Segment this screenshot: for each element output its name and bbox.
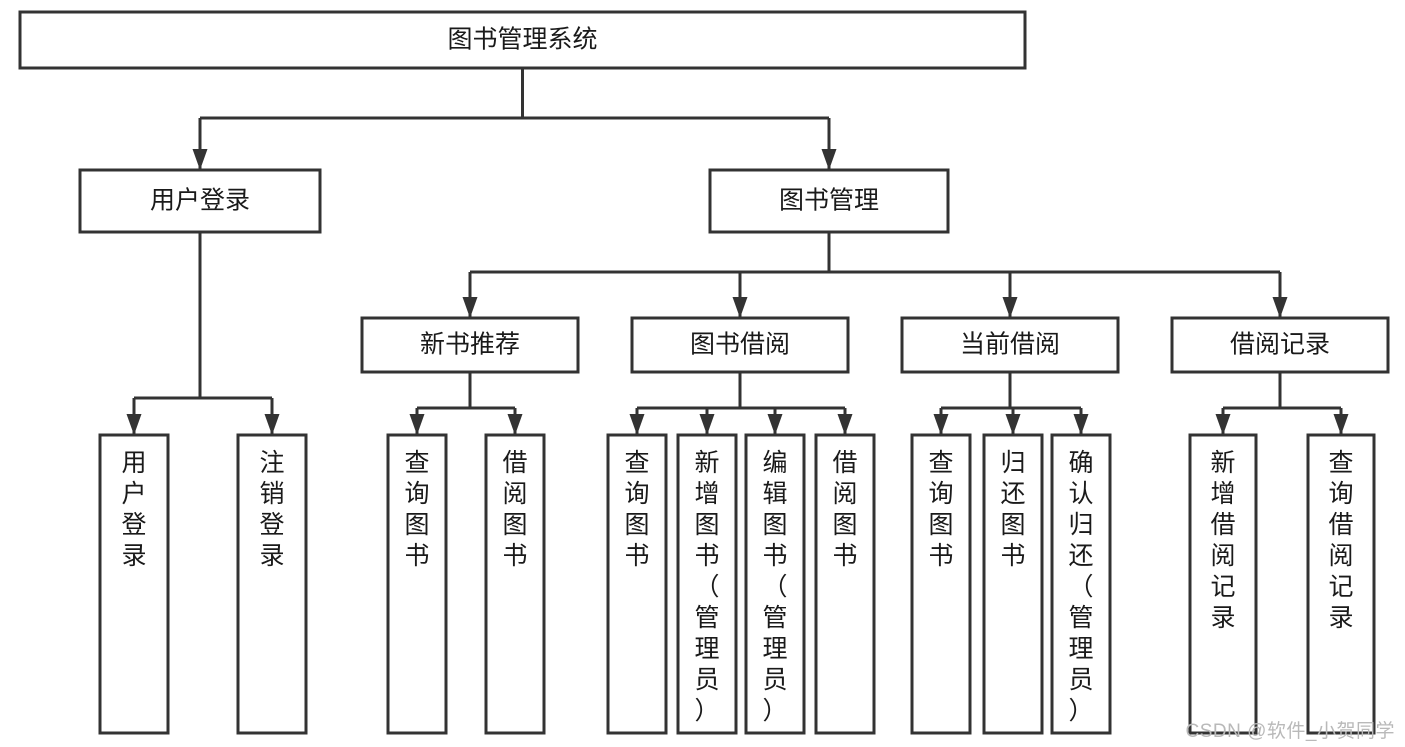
node-label: 新增图书（管理员） [694,449,719,725]
node-label: 注销登录 [259,449,284,570]
node-book-manage[interactable]: 图书管理 [708,168,950,234]
node-layer: 图书管理系统用户登录图书管理新书推荐图书借阅当前借阅借阅记录用户登录注销登录查询… [18,10,1390,735]
node-box[interactable] [236,433,308,735]
node-box[interactable] [676,433,738,735]
node-label: 用户登录 [150,187,250,215]
node-leaf-add-borrow-record[interactable]: 新增借阅记录 [1188,433,1258,735]
node-label: 查询图书 [624,449,649,570]
node-box[interactable] [910,433,972,735]
node-label: 确认归还（管理员） [1068,449,1093,725]
connector-group [198,68,831,170]
arrowhead [767,414,783,435]
arrowhead [264,414,280,435]
arrowhead [837,414,853,435]
connector-group [415,372,517,435]
connector-group [1221,372,1343,435]
node-box[interactable] [1306,433,1376,735]
arrowhead [409,414,425,435]
node-leaf-query-borrow-record[interactable]: 查询借阅记录 [1306,433,1376,735]
node-label: 借阅图书 [832,449,857,570]
node-box[interactable] [606,433,668,735]
node-box[interactable] [18,10,1027,70]
node-current-borrow[interactable]: 当前借阅 [900,316,1120,374]
connector-group [468,232,1282,318]
node-box[interactable] [814,433,876,735]
arrowhead [1002,297,1018,318]
node-leaf-query-book-3[interactable]: 查询图书 [910,433,972,735]
node-leaf-add-book[interactable]: 新增图书（管理员） [676,433,738,735]
node-box[interactable] [78,168,322,234]
node-label: 当前借阅 [960,331,1060,359]
node-label: 新增借阅记录 [1210,449,1235,632]
arrowhead [821,149,837,170]
node-label: 归还图书 [1000,449,1025,570]
node-label: 图书借阅 [690,331,790,359]
node-box[interactable] [98,433,170,735]
node-box[interactable] [1188,433,1258,735]
node-label: 借阅图书 [502,449,527,570]
node-box[interactable] [484,433,546,735]
node-leaf-return-book[interactable]: 归还图书 [982,433,1044,735]
node-label: 借阅记录 [1230,331,1330,359]
arrowhead [126,414,142,435]
node-leaf-query-book-2[interactable]: 查询图书 [606,433,668,735]
node-leaf-user-login[interactable]: 用户登录 [98,433,170,735]
arrowhead [1333,414,1349,435]
node-box[interactable] [1050,433,1112,735]
node-box[interactable] [900,316,1120,374]
node-user-login[interactable]: 用户登录 [78,168,322,234]
arrowhead [192,149,208,170]
arrowhead [732,297,748,318]
node-box[interactable] [708,168,950,234]
node-leaf-borrow-book-1[interactable]: 借阅图书 [484,433,546,735]
node-box[interactable] [982,433,1044,735]
node-book-borrow[interactable]: 图书借阅 [630,316,850,374]
arrowhead [629,414,645,435]
arrowhead [462,297,478,318]
node-label: 查询图书 [928,449,953,570]
node-box[interactable] [1170,316,1390,374]
node-box[interactable] [744,433,806,735]
node-label: 用户登录 [121,449,146,570]
node-box[interactable] [630,316,850,374]
node-label: 编辑图书（管理员） [762,449,787,725]
node-root[interactable]: 图书管理系统 [18,10,1027,70]
node-label: 查询借阅记录 [1328,449,1353,632]
node-borrow-record[interactable]: 借阅记录 [1170,316,1390,374]
node-leaf-confirm-return[interactable]: 确认归还（管理员） [1050,433,1112,735]
node-leaf-logout-login[interactable]: 注销登录 [236,433,308,735]
node-leaf-query-book-1[interactable]: 查询图书 [386,433,448,735]
node-label: 查询图书 [404,449,429,570]
node-label: 图书管理系统 [447,26,597,54]
node-label: 图书管理 [779,187,879,215]
arrowhead [699,414,715,435]
arrowhead [1215,414,1231,435]
arrowhead [933,414,949,435]
node-leaf-borrow-book-2[interactable]: 借阅图书 [814,433,876,735]
connector-group [132,232,274,435]
connector-layer [126,68,1349,435]
node-box[interactable] [360,316,580,374]
arrowhead [1005,414,1021,435]
node-leaf-edit-book[interactable]: 编辑图书（管理员） [744,433,806,735]
arrowhead [507,414,523,435]
node-label: 新书推荐 [420,331,520,359]
node-new-book-recommend[interactable]: 新书推荐 [360,316,580,374]
node-box[interactable] [386,433,448,735]
connector-group [635,372,847,435]
arrowhead [1272,297,1288,318]
arrowhead [1073,414,1089,435]
